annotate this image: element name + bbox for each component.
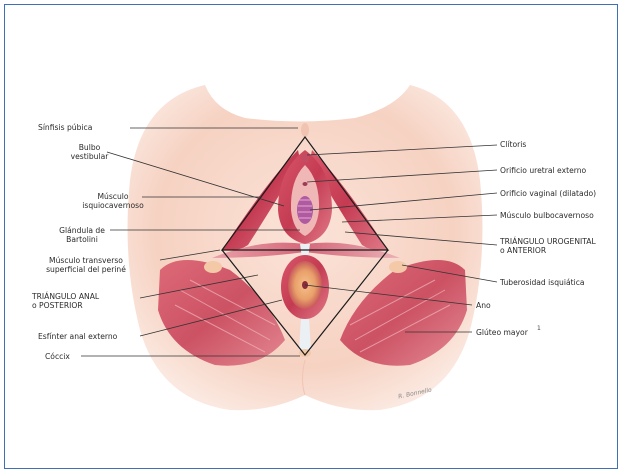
label-tuberosidad-isquiatica: Tuberosidad isquiática (500, 278, 585, 287)
label-musculo-transverso: Músculo transverso superficial del perin… (36, 256, 136, 274)
label-glandula-bartolini: Glándula de Bartolini (52, 226, 112, 244)
label-gluteo-mayor: Glúteo mayor (476, 328, 528, 337)
label-orificio-uretral: Orificio uretral externo (500, 166, 586, 175)
label-clitoris: Clítoris (500, 140, 526, 149)
label-esfinter-anal: Esfínter anal externo (38, 332, 117, 341)
label-coccix: Cóccix (45, 352, 70, 361)
label-bulbo-vestibular: Bulbo vestibular (62, 143, 117, 161)
label-orificio-vaginal: Orificio vaginal (dilatado) (500, 189, 596, 198)
label-triangulo-urogenital: TRIÁNGULO UROGENITAL o ANTERIOR (500, 237, 596, 255)
label-musculo-bulbocavernoso: Músculo bulbocavernoso (500, 211, 594, 220)
footnote-mark: 1 (537, 325, 541, 332)
label-ano: Ano (476, 301, 491, 310)
label-sinfisis-pubica: Sínfisis púbica (38, 123, 92, 132)
label-musculo-isquiocavernoso: Músculo isquiocavernoso (78, 192, 148, 210)
label-triangulo-anal: TRIÁNGULO ANAL o POSTERIOR (32, 292, 99, 310)
